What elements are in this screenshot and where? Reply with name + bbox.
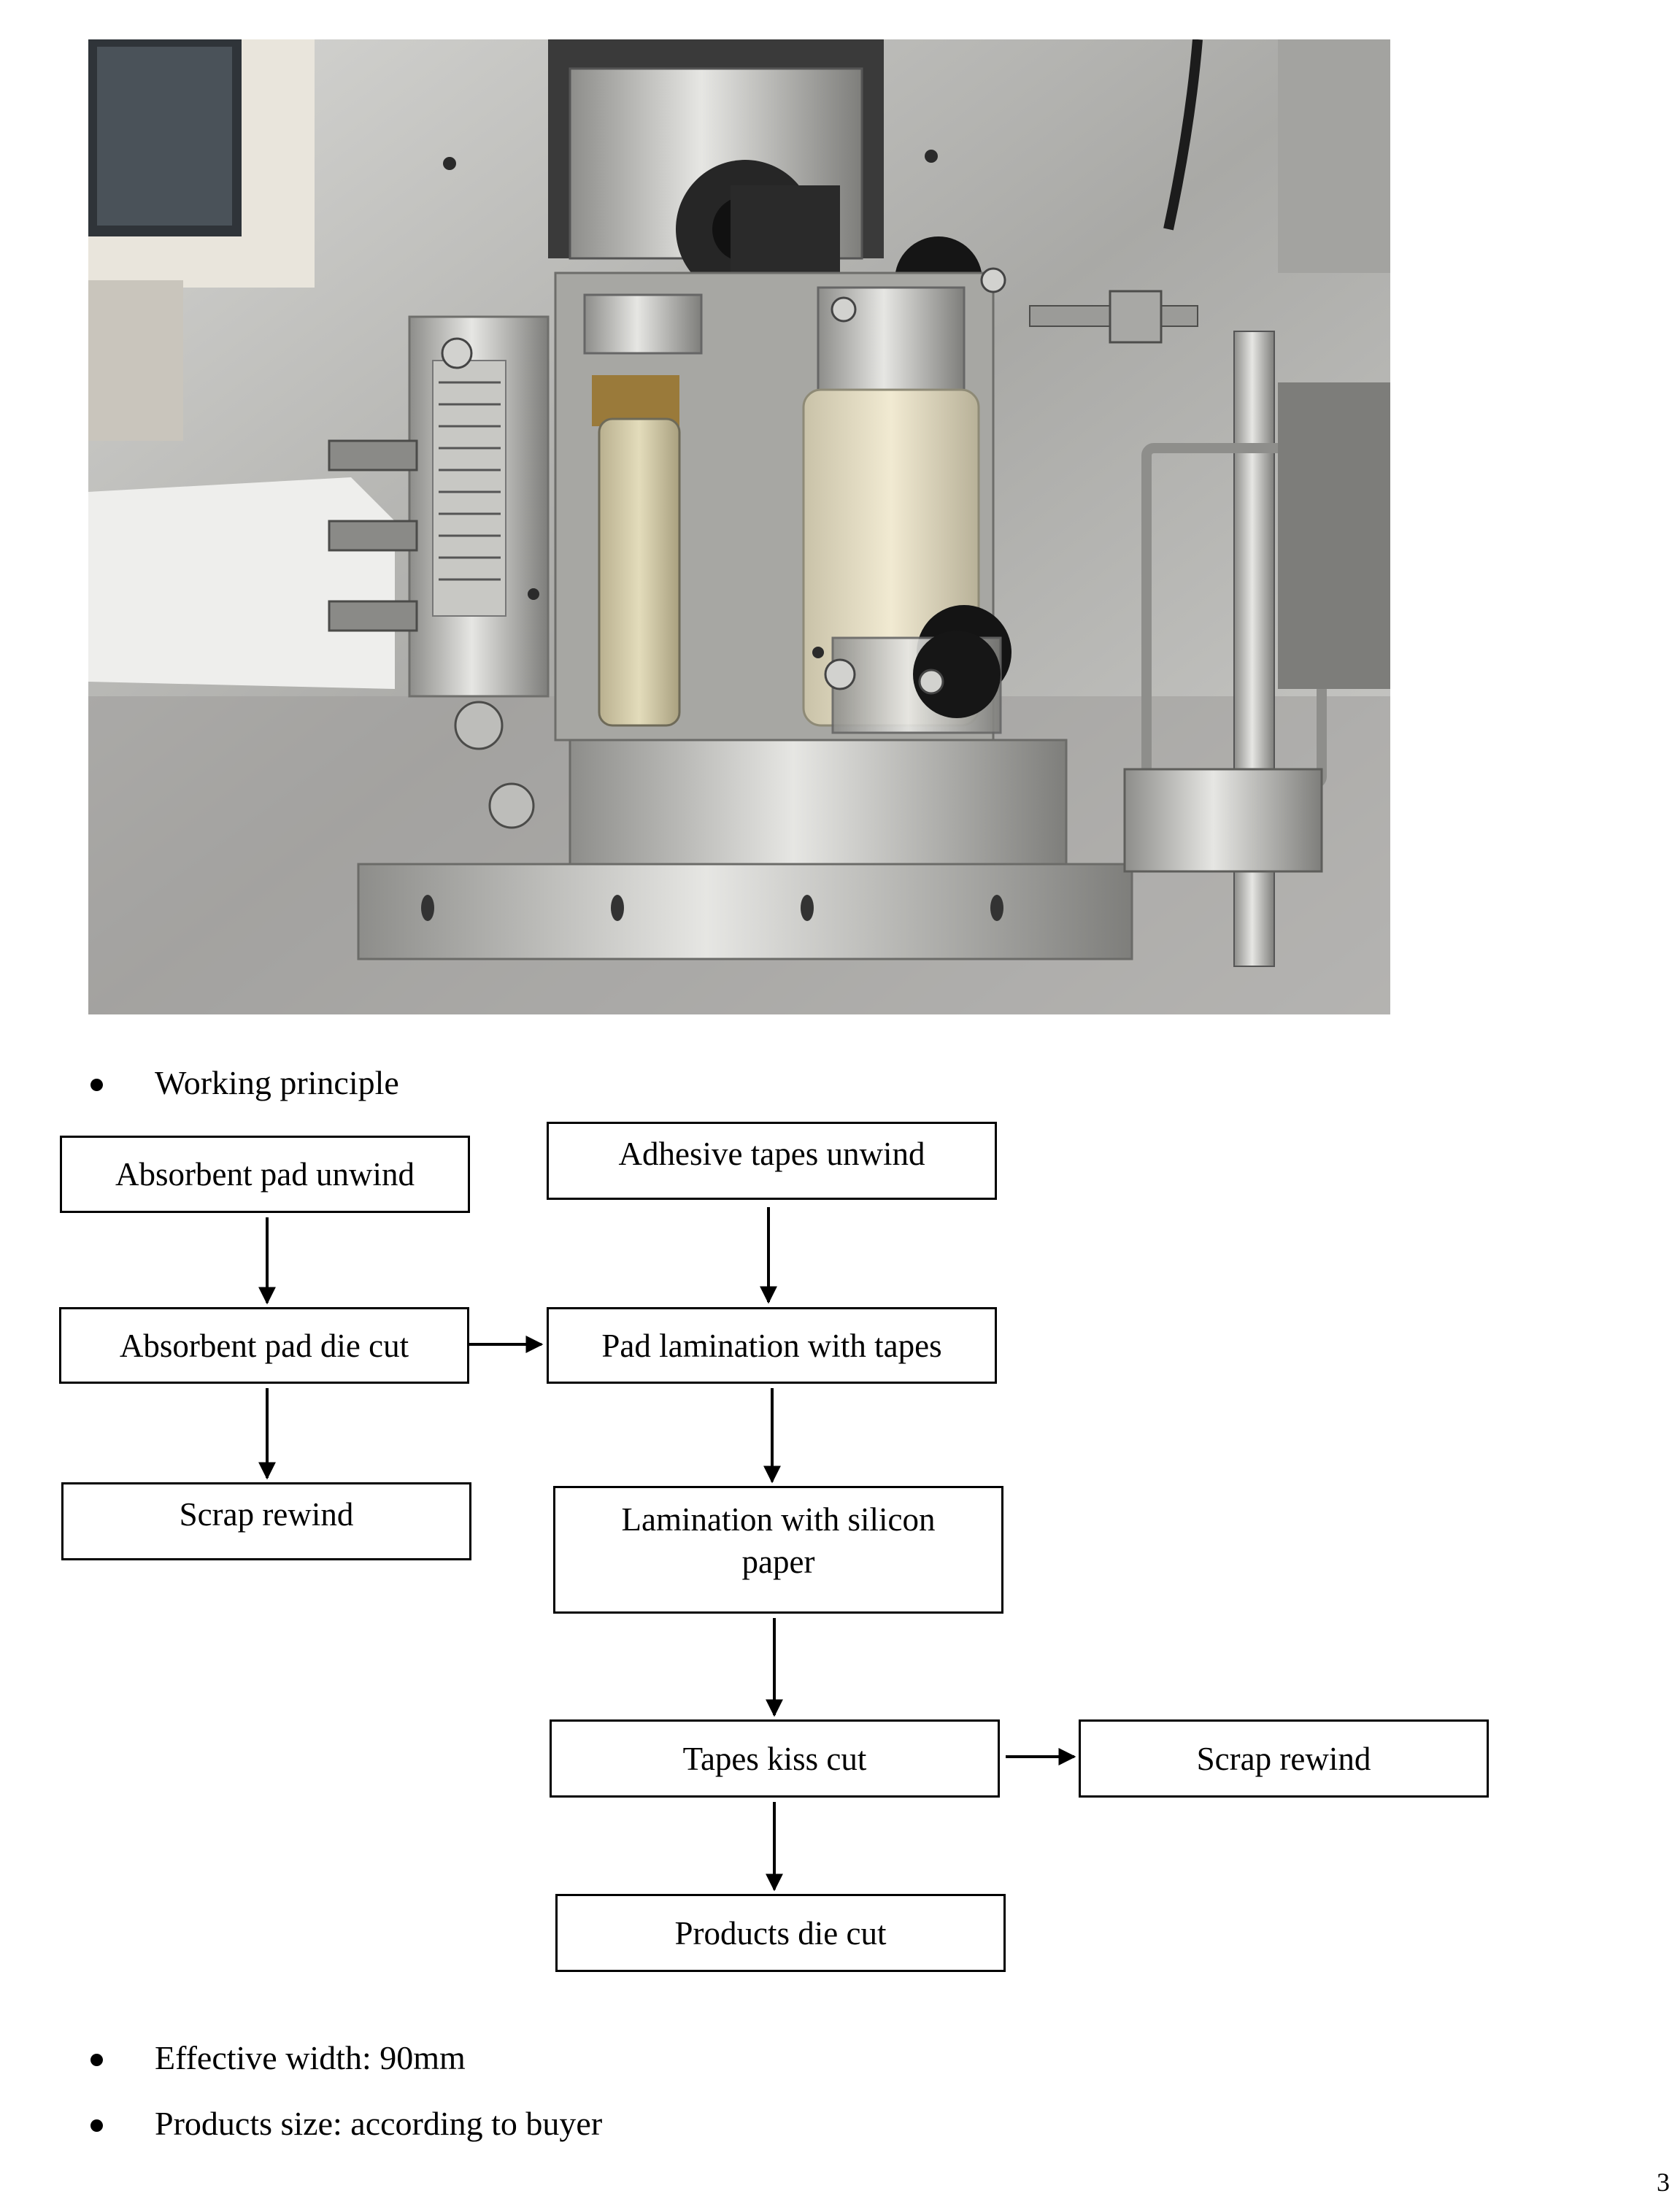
flow-box-absorbent-pad-die-cut: Absorbent pad die cut xyxy=(59,1307,469,1384)
machine-illustration xyxy=(88,39,1390,1014)
page-number: 3 xyxy=(1657,2168,1670,2197)
bullet-dot xyxy=(90,2119,103,2132)
flow-box-label: Pad lamination with tapes xyxy=(601,1327,942,1364)
flow-box-tapes-kiss-cut: Tapes kiss cut xyxy=(550,1719,1000,1798)
flow-box-lamination-with-silicon-paper: Lamination with silicon paper xyxy=(553,1486,1003,1614)
flow-box-products-die-cut: Products die cut xyxy=(555,1894,1006,1972)
flow-box-label: Products die cut xyxy=(674,1914,887,1952)
flow-box-label: Absorbent pad unwind xyxy=(115,1156,415,1193)
bullet-text: Products size: according to buyer xyxy=(155,2105,603,2142)
bullet-dot xyxy=(90,2054,103,2066)
machine-photo xyxy=(88,39,1390,1014)
flow-box-label-line2: paper xyxy=(741,1544,815,1580)
flow-box-label: Scrap rewind xyxy=(179,1496,354,1533)
flow-box-label: Lamination with silicon paper xyxy=(622,1498,936,1583)
flow-box-pad-lamination-with-tapes: Pad lamination with tapes xyxy=(547,1307,997,1384)
flow-box-scrap-rewind-left: Scrap rewind xyxy=(61,1482,471,1560)
flow-box-label-line1: Lamination with silicon xyxy=(621,1501,936,1538)
bullet-text: Effective width: 90mm xyxy=(155,2039,466,2076)
flow-box-absorbent-pad-unwind: Absorbent pad unwind xyxy=(60,1136,470,1213)
bullet-dot xyxy=(90,1079,103,1091)
bullet-text: Working principle xyxy=(155,1064,399,1101)
flow-box-label: Adhesive tapes unwind xyxy=(618,1136,925,1172)
flow-box-label: Tapes kiss cut xyxy=(682,1740,867,1777)
flow-box-label: Scrap rewind xyxy=(1196,1740,1371,1777)
flow-box-adhesive-tapes-unwind: Adhesive tapes unwind xyxy=(547,1122,997,1200)
flow-box-scrap-rewind-right: Scrap rewind xyxy=(1079,1719,1489,1798)
flow-box-label: Absorbent pad die cut xyxy=(119,1327,409,1364)
